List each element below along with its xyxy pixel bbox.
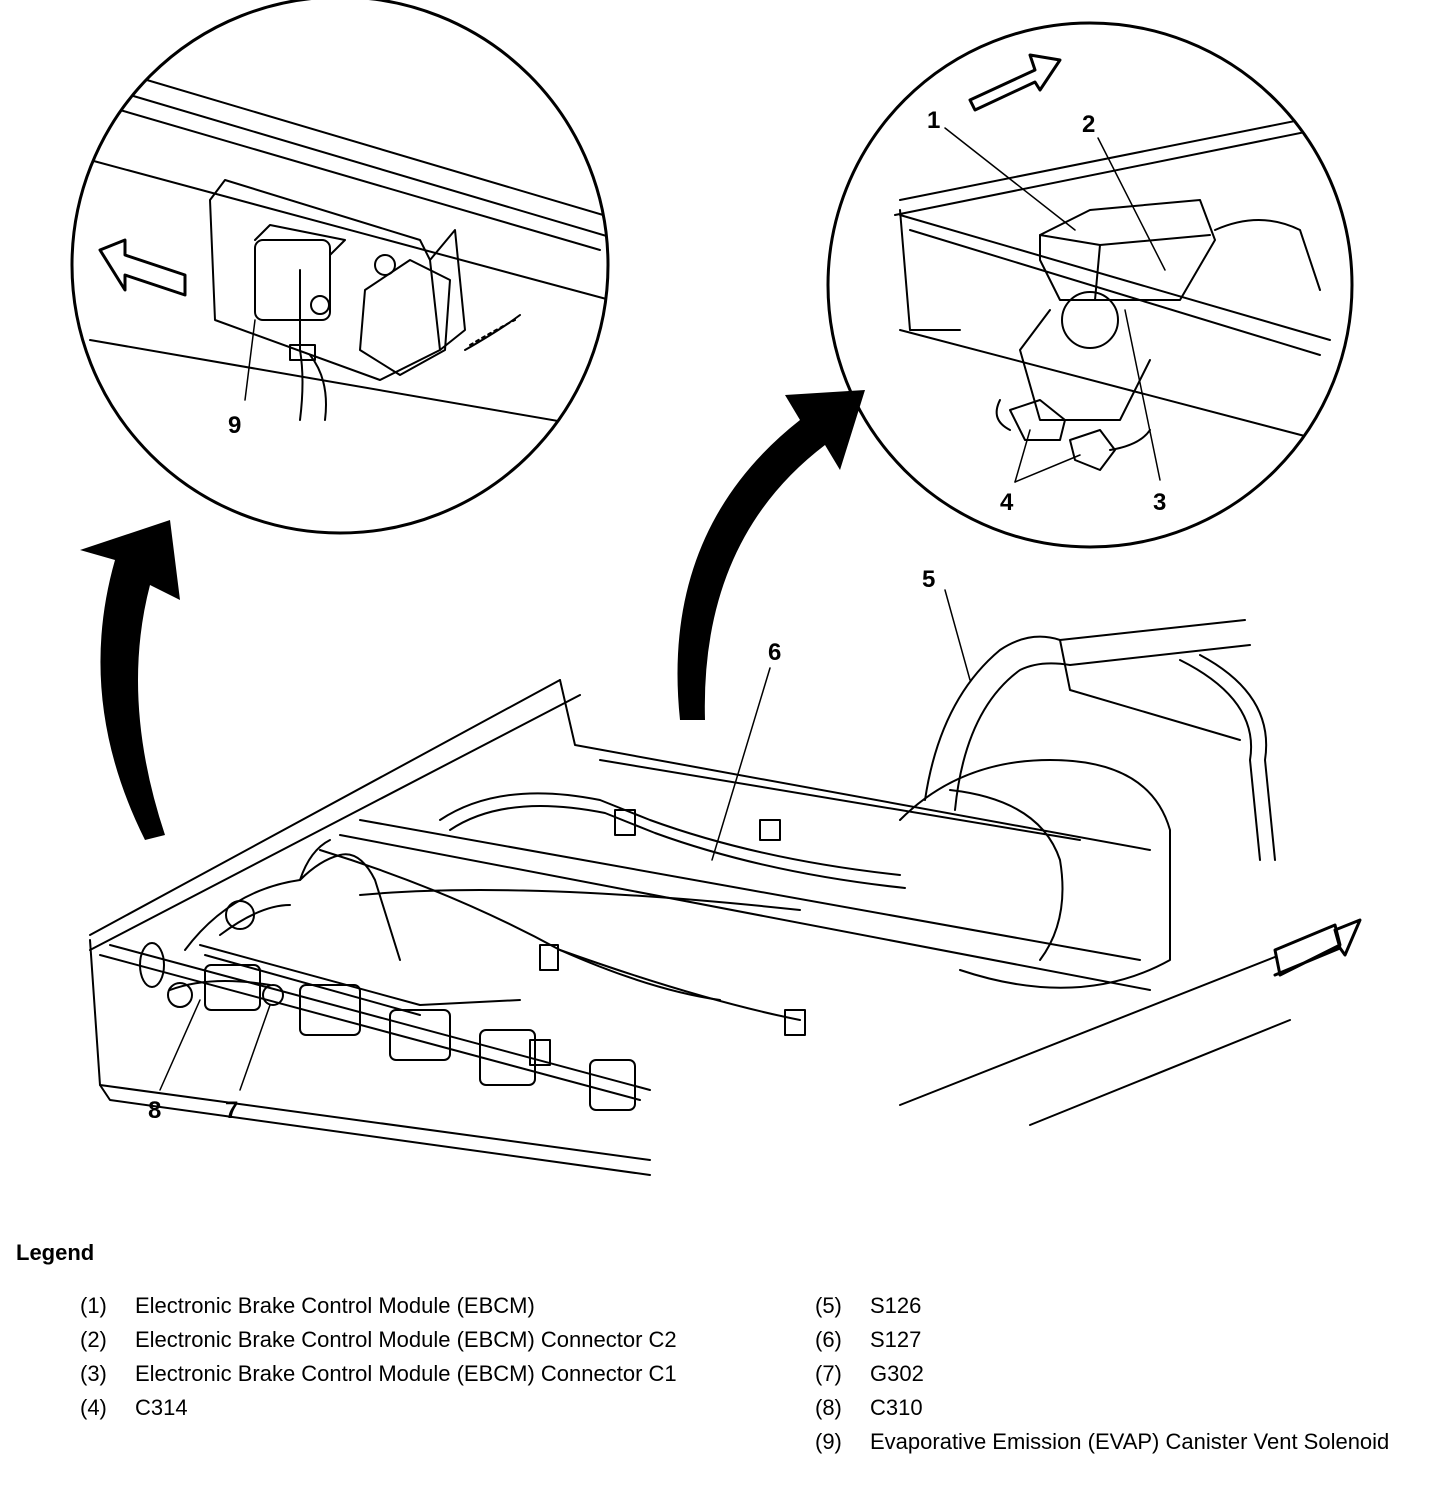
legend-item-text: Evaporative Emission (EVAP) Canister Ven… (870, 1429, 1390, 1454)
legend-item-text: Electronic Brake Control Module (EBCM) (135, 1293, 535, 1318)
callout-arrow-left-icon (80, 520, 180, 840)
left-inset-detail: 9 (70, 0, 610, 535)
direction-arrow-icon (98, 238, 187, 297)
callout-6: 6 (768, 639, 781, 666)
legend-item: (4) C314 (80, 1392, 720, 1423)
legend-right-column: (5) S126 (6) S127 (7) G302 (8) C310 (9) … (815, 1290, 1435, 1460)
legend-item-number: (5) (815, 1293, 842, 1318)
legend-left-column: (1) Electronic Brake Control Module (EBC… (80, 1290, 720, 1426)
legend-item-number: (8) (815, 1395, 842, 1420)
callout-9: 9 (228, 412, 241, 439)
legend-item-number: (7) (815, 1361, 842, 1386)
legend-item: (8) C310 (815, 1392, 1435, 1423)
legend-item-text: Electronic Brake Control Module (EBCM) C… (135, 1327, 677, 1352)
legend-item-number: (6) (815, 1327, 842, 1352)
legend-item-text: G302 (870, 1361, 924, 1386)
legend-item-number: (1) (80, 1293, 107, 1318)
legend-item: (3) Electronic Brake Control Module (EBC… (80, 1358, 720, 1389)
callout-3: 3 (1153, 489, 1166, 516)
legend-item: (6) S127 (815, 1324, 1435, 1355)
legend-item: (1) Electronic Brake Control Module (EBC… (80, 1290, 720, 1321)
legend-item-text: S127 (870, 1327, 922, 1352)
direction-arrow-icon (968, 53, 1062, 112)
legend-item-number: (4) (80, 1395, 107, 1420)
callout-arrow-right-icon (677, 390, 865, 720)
underbody-main-view (89, 619, 1291, 1176)
callout-7: 7 (225, 1097, 238, 1124)
legend-item-number: (2) (80, 1327, 107, 1352)
right-inset-detail: 1 2 3 4 (826, 21, 1354, 549)
callout-5: 5 (922, 566, 935, 593)
vehicle-wiring-diagram: 9 (70, 0, 1362, 1176)
legend-item-text: C310 (870, 1395, 923, 1420)
legend-item: (9) Evaporative Emission (EVAP) Canister… (815, 1426, 1435, 1457)
callout-1: 1 (927, 107, 940, 134)
legend-item-text: Electronic Brake Control Module (EBCM) C… (135, 1361, 677, 1386)
legend-item: (5) S126 (815, 1290, 1435, 1321)
callout-4: 4 (1000, 489, 1014, 516)
legend-item-number: (3) (80, 1361, 107, 1386)
legend-item-number: (9) (815, 1429, 842, 1454)
legend-item-text: S126 (870, 1293, 922, 1318)
legend-item-text: C314 (135, 1395, 188, 1420)
callout-8: 8 (148, 1097, 161, 1124)
legend-item: (2) Electronic Brake Control Module (EBC… (80, 1324, 720, 1355)
legend-item: (7) G302 (815, 1358, 1435, 1389)
legend-title: Legend (16, 1240, 95, 1265)
callout-2: 2 (1082, 111, 1095, 138)
direction-arrow-icon (1273, 918, 1362, 977)
